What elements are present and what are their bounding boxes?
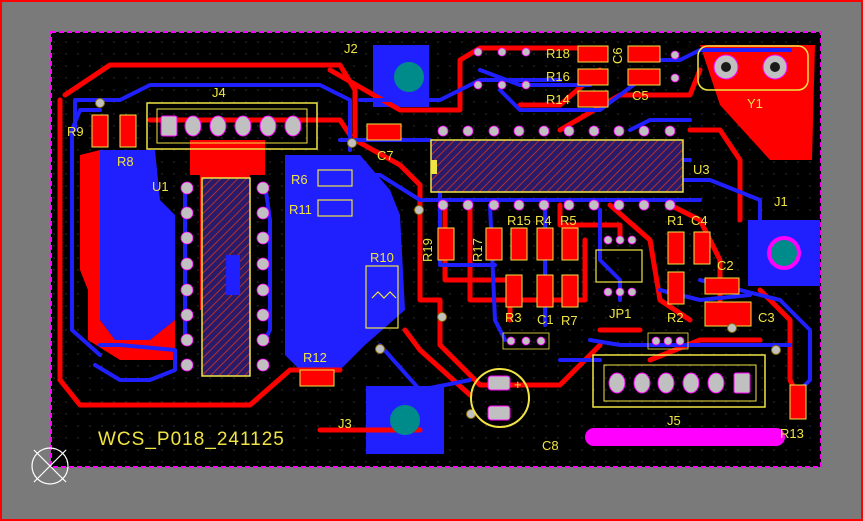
label-c1: C1 <box>537 312 554 327</box>
label-j1: J1 <box>774 194 788 209</box>
origin-marker-icon[interactable] <box>31 447 69 485</box>
label-r5: R5 <box>560 213 577 228</box>
label-r6: R6 <box>291 172 308 187</box>
board-name-text: WCS_P018_241125 <box>98 429 285 450</box>
label-c7: C7 <box>377 148 394 163</box>
label-r10: R10 <box>370 250 394 265</box>
label-r9: R9 <box>67 124 84 139</box>
crystal-y1[interactable] <box>697 45 809 91</box>
label-c2: C2 <box>717 258 734 273</box>
label-r4: R4 <box>535 213 552 228</box>
capacitor-c8[interactable]: + <box>470 368 530 428</box>
connector-j1[interactable] <box>767 236 801 270</box>
svg-text:+: + <box>514 377 522 392</box>
label-r1: R1 <box>667 213 684 228</box>
label-r12: R12 <box>303 350 327 365</box>
label-r17: R17 <box>470 238 485 262</box>
board-outline <box>50 31 822 468</box>
keepout-bar <box>585 428 785 446</box>
bottom-copper-layer <box>100 45 820 454</box>
connector-j5[interactable] <box>592 354 766 408</box>
label-c3: C3 <box>758 310 775 325</box>
label-r8: R8 <box>117 154 134 169</box>
ic-u1-pads <box>180 181 270 372</box>
label-r19: R19 <box>420 238 435 262</box>
label-r7: R7 <box>561 313 578 328</box>
label-jp1: JP1 <box>609 306 631 321</box>
label-c5: C5 <box>632 88 649 103</box>
ic-u3[interactable] <box>430 139 684 193</box>
label-y1: Y1 <box>747 96 763 111</box>
label-j3: J3 <box>338 416 352 431</box>
label-c6: C6 <box>610 47 625 64</box>
label-j5: J5 <box>667 413 681 428</box>
footprint-outlines <box>317 169 643 329</box>
connector-j3[interactable] <box>390 405 420 435</box>
ic-u1[interactable] <box>201 177 251 377</box>
label-j2: J2 <box>344 41 358 56</box>
label-u3: U3 <box>693 162 710 177</box>
label-r15: R15 <box>507 213 531 228</box>
header-pads <box>473 47 689 350</box>
ic-u3-pads <box>437 125 676 211</box>
label-r16: R16 <box>546 69 570 84</box>
label-j4: J4 <box>212 85 226 100</box>
connector-j4-pads <box>160 115 302 137</box>
label-c4: C4 <box>691 213 708 228</box>
label-c8: C8 <box>542 438 559 453</box>
smd-components <box>91 45 807 420</box>
connector-j4[interactable] <box>146 102 318 150</box>
label-u1: U1 <box>152 179 169 194</box>
label-r11: R11 <box>289 202 312 217</box>
connector-j2[interactable] <box>394 62 424 92</box>
label-r3: R3 <box>505 310 522 325</box>
vias <box>95 98 781 419</box>
label-r2: R2 <box>667 310 684 325</box>
connector-j5-pads <box>608 372 751 394</box>
label-r14: R14 <box>546 92 570 107</box>
silkscreen-labels: WCS_P018_241125 J1 J2 J3 J4 J5 U1 U3 Y1 … <box>67 41 804 453</box>
label-r18: R18 <box>546 46 570 61</box>
label-r13: R13 <box>780 426 804 441</box>
